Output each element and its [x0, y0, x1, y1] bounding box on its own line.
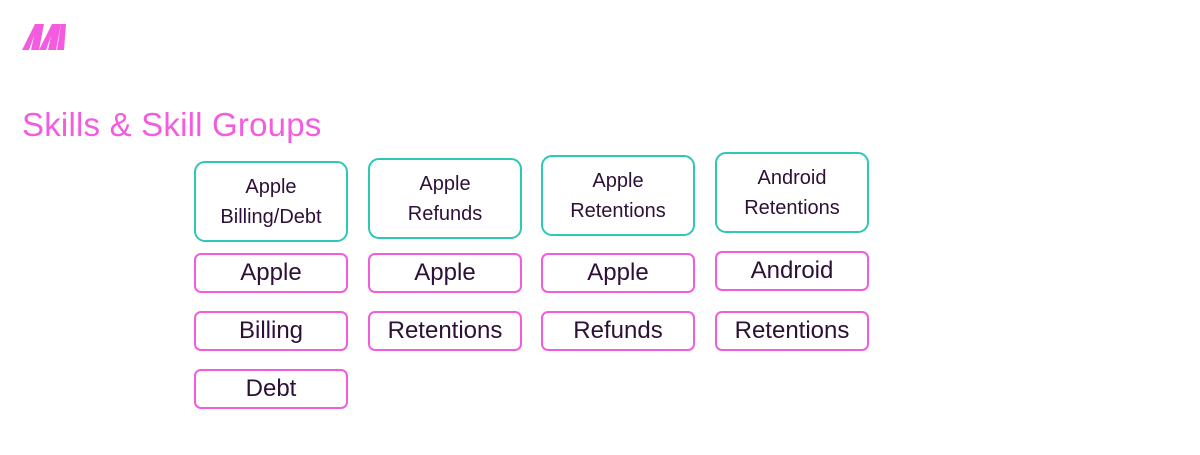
skill-apple: Apple: [194, 253, 348, 293]
skill-group-apple-retentions: Apple Retentions: [541, 155, 695, 236]
skill-group-label: Apple Refunds: [407, 172, 483, 225]
skill-retentions: Retentions: [368, 311, 522, 351]
skill-apple: Apple: [541, 253, 695, 293]
skill-billing: Billing: [194, 311, 348, 351]
skill-group-label: Apple Retentions: [570, 169, 666, 222]
skill-debt: Debt: [194, 369, 348, 409]
m-logo-icon: [22, 24, 66, 50]
skill-group-android-retentions: Android Retentions: [715, 152, 869, 233]
skill-group-label: Apple Billing/Debt: [220, 175, 322, 228]
skill-group-apple-billing-debt: Apple Billing/Debt: [194, 161, 348, 242]
skill-group-apple-refunds: Apple Refunds: [368, 158, 522, 239]
skill-group-label: Android Retentions: [744, 166, 840, 219]
skill-refunds: Refunds: [541, 311, 695, 351]
skill-android: Android: [715, 251, 869, 291]
skill-apple: Apple: [368, 253, 522, 293]
skill-retentions: Retentions: [715, 311, 869, 351]
page-title: Skills & Skill Groups: [22, 106, 322, 143]
